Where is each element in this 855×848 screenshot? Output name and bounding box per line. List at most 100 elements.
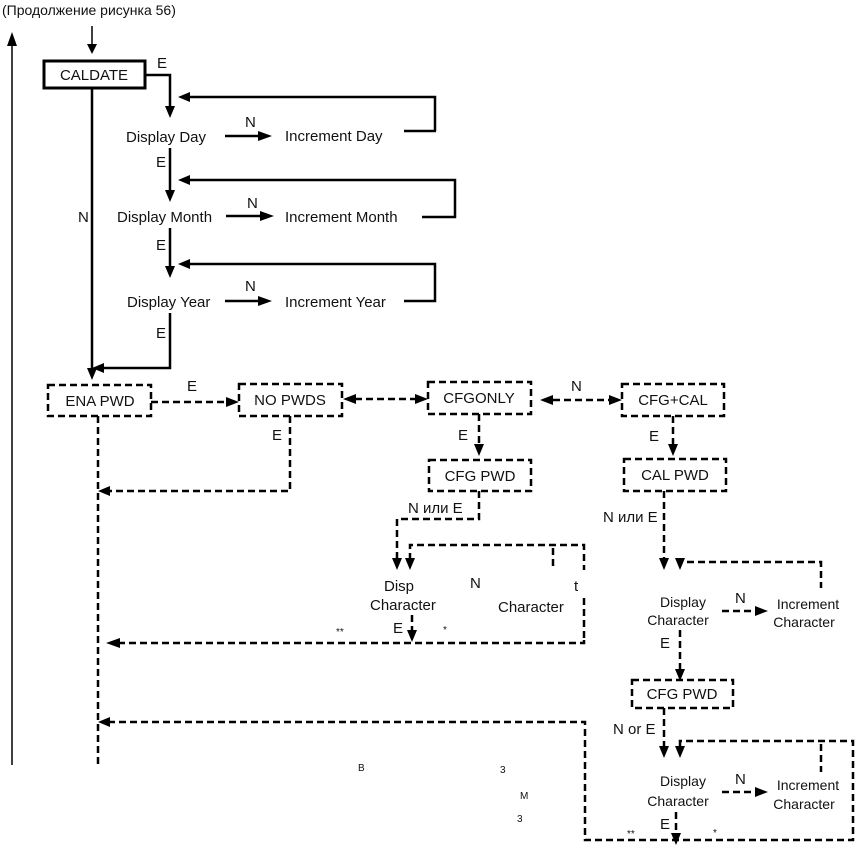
arrow-icon xyxy=(668,444,678,456)
arrow-icon xyxy=(540,395,553,405)
arrow-icon xyxy=(178,175,190,185)
increment-1: Increment xyxy=(777,596,839,612)
partial-character-b: Character xyxy=(498,599,564,616)
arrow-icon xyxy=(98,486,110,496)
star-2: * xyxy=(713,828,717,839)
year-loop-line xyxy=(188,262,437,303)
increment-year: Increment Year xyxy=(285,294,386,311)
edge-n-or-e: N or E xyxy=(613,721,656,738)
bottom-occlusion xyxy=(100,760,530,848)
arrow-icon xyxy=(755,606,768,616)
edge-e-2: E xyxy=(156,154,166,171)
display-day: Display Day xyxy=(126,129,207,146)
cfg-cal-box xyxy=(620,382,726,418)
edge-n-ili-e-1: N или E xyxy=(408,500,463,517)
arrow-icon xyxy=(178,92,190,102)
edge-e-11: E xyxy=(660,816,670,833)
arrow-icon xyxy=(343,394,356,404)
partial-ment: t xyxy=(574,578,579,595)
edge-e-5: E xyxy=(187,378,197,395)
arrow-icon xyxy=(260,211,274,221)
display-year: Display Year xyxy=(127,294,210,311)
arrow-icon xyxy=(671,833,681,845)
arrow-icon xyxy=(392,558,402,570)
cfg2-loop-line xyxy=(110,720,855,842)
arrow-icon xyxy=(675,746,685,758)
partial-disp: Disp xyxy=(384,578,414,595)
edge-e-6: E xyxy=(272,427,282,444)
character-2: Character xyxy=(647,793,709,809)
cal-loop-line xyxy=(678,558,823,588)
arrow-icon xyxy=(258,131,272,141)
partial-bottom-b: 3 xyxy=(500,765,506,776)
return-arrow-icon xyxy=(7,32,17,46)
display-2: Display xyxy=(660,773,706,789)
year-ena-line xyxy=(104,313,172,370)
edge-e-8: E xyxy=(393,620,403,637)
star-1: * xyxy=(443,625,447,636)
ena-pwd-box xyxy=(46,383,153,418)
increment-month: Increment Month xyxy=(285,209,398,226)
edge-n-day: N xyxy=(245,114,256,131)
edge-n-caldate: N xyxy=(78,209,89,226)
figure-caption: (Продолжение рисунка 56) xyxy=(2,2,176,18)
no-pwds-box xyxy=(237,382,344,418)
display-1: Display xyxy=(660,594,706,610)
partial-bottom-a: B xyxy=(358,763,365,774)
edge-n-month: N xyxy=(247,195,258,212)
double-star-2: ** xyxy=(627,829,635,840)
edge-n-year: N xyxy=(245,278,256,295)
arrow-icon xyxy=(178,259,190,269)
arrow-icon xyxy=(226,397,239,407)
cfg-pwd-label-1: CFG PWD xyxy=(445,468,516,485)
arrow-icon xyxy=(405,558,415,570)
arrow-icon xyxy=(258,296,272,306)
partial-character-a: Character xyxy=(370,597,436,614)
arrow-icon xyxy=(755,787,768,797)
cal-pwd-label: CAL PWD xyxy=(641,467,709,484)
arrow-icon xyxy=(165,190,175,202)
inc-character-2: Character xyxy=(773,796,835,812)
edge-e-10: E xyxy=(660,635,670,652)
day-loop-line xyxy=(188,95,437,131)
arrow-icon xyxy=(92,363,104,373)
edge-e-3: E xyxy=(156,237,166,254)
caldate-label: CALDATE xyxy=(60,67,128,84)
edge-n-ili-e-2: N или E xyxy=(603,509,658,526)
cfg-cal-label: CFG+CAL xyxy=(638,392,708,409)
partial-n: N xyxy=(470,575,481,592)
cfg-pwd-label-2: CFG PWD xyxy=(647,686,718,703)
edge-e-9: E xyxy=(649,428,659,445)
cfg-return-line xyxy=(120,640,586,645)
arrow-icon xyxy=(675,669,685,681)
arrow-icon xyxy=(165,106,175,118)
arrow-icon xyxy=(165,266,175,278)
nopwds-return-line xyxy=(110,416,292,493)
edge-e-4: E xyxy=(156,325,166,342)
cal-pwd-box xyxy=(622,457,728,493)
arrow-icon xyxy=(106,638,120,648)
arrow-icon xyxy=(659,746,669,758)
inc-character-1: Character xyxy=(773,614,835,630)
character-1: Character xyxy=(647,612,709,628)
cfgonly-box xyxy=(426,380,533,416)
cfgpwd-display-line xyxy=(395,491,481,560)
edge-e-1: E xyxy=(157,55,167,72)
ena-pwd-label: ENA PWD xyxy=(65,393,134,410)
entry-arrow-icon xyxy=(87,44,97,54)
arrow-icon xyxy=(474,444,484,456)
partial-bottom-d: 3 xyxy=(517,814,523,825)
partial-bottom-c: M xyxy=(520,791,528,802)
arrow-icon xyxy=(407,630,417,642)
increment-2: Increment xyxy=(777,777,839,793)
arrow-icon xyxy=(659,558,669,570)
arrow-icon xyxy=(415,394,428,404)
cfg-pwd-box-1 xyxy=(427,458,533,493)
no-pwds-label: NO PWDS xyxy=(254,392,326,409)
cfgonly-label: CFGONLY xyxy=(443,390,514,407)
edge-n-4: N xyxy=(735,771,746,788)
edge-n-3: N xyxy=(735,590,746,607)
increment-day: Increment Day xyxy=(285,128,383,145)
caldate-e-line xyxy=(145,73,172,110)
